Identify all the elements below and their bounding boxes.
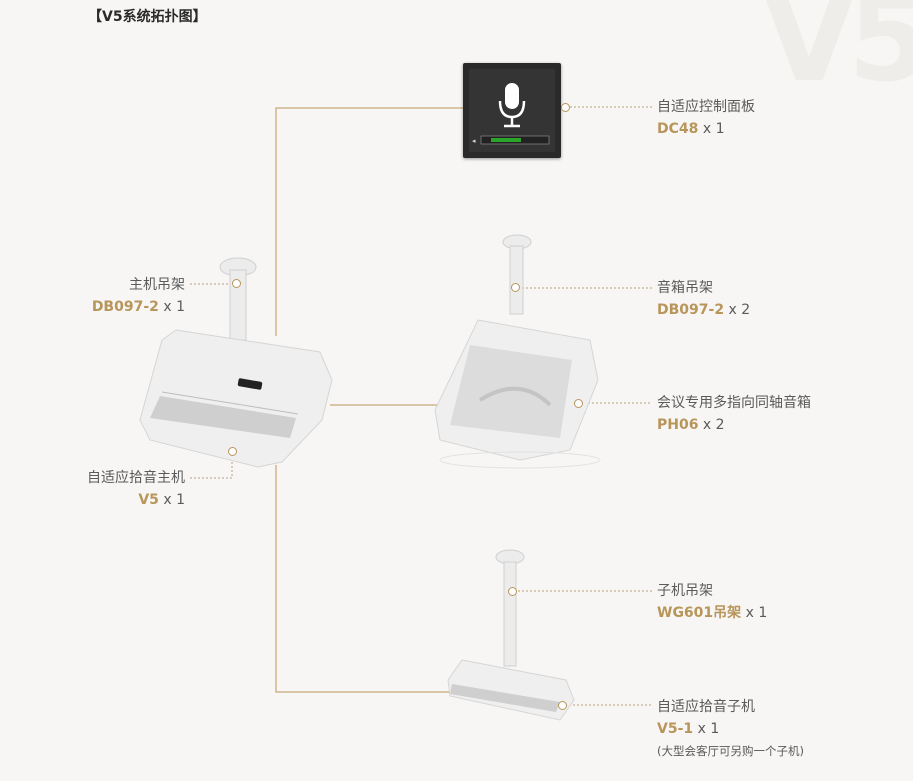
- label-code: V5-1: [657, 721, 694, 737]
- sub-device: [447, 549, 575, 721]
- label-name: 自适应控制面板: [657, 99, 755, 115]
- label-name: 自适应拾音子机: [657, 699, 755, 715]
- label-sub-bracket: 子机吊架 WG601吊架 x 1: [657, 580, 767, 624]
- label-code: DB097-2: [91, 299, 159, 315]
- label-code: PH06: [657, 417, 699, 433]
- label-code: V5: [138, 492, 159, 508]
- label-qty: x 1: [163, 492, 185, 508]
- background-watermark: V5: [762, 0, 913, 109]
- label-name: 音箱吊架: [657, 280, 713, 296]
- label-host: 自适应拾音主机 V5 x 1: [87, 467, 185, 511]
- link-panel: [275, 107, 463, 336]
- speaker-device: [434, 234, 601, 469]
- label-speaker: 会议专用多指向同轴音箱 PH06 x 2: [657, 392, 811, 436]
- label-host-bracket: 主机吊架 DB097-2 x 1: [92, 274, 185, 318]
- label-name: 主机吊架: [129, 277, 185, 293]
- dot-speaker-bracket: [511, 283, 520, 292]
- dot-host-bracket: [232, 279, 241, 288]
- page-title: 【V5系统拓扑图】: [88, 9, 207, 25]
- label-qty: x 2: [702, 417, 725, 433]
- label-name: 子机吊架: [657, 583, 713, 599]
- label-qty: x 2: [728, 302, 751, 318]
- label-control-panel: 自适应控制面板 DC48 x 1: [657, 96, 755, 140]
- dot-speaker: [574, 399, 583, 408]
- control-panel-device: ◂: [463, 63, 561, 158]
- label-code: DC48: [657, 121, 699, 137]
- label-qty: x 1: [702, 121, 725, 137]
- svg-text:◂: ◂: [472, 137, 476, 145]
- link-sub: [275, 465, 450, 693]
- label-name: 自适应拾音主机: [87, 470, 185, 486]
- label-note: (大型会客厅可另购一个子机): [657, 744, 804, 758]
- label-code: DB097-2: [657, 302, 725, 318]
- dot-sub-bracket: [508, 587, 517, 596]
- label-sub: 自适应拾音子机 V5-1 x 1 (大型会客厅可另购一个子机): [657, 696, 804, 762]
- label-qty: x 1: [697, 721, 720, 737]
- host-device: [139, 257, 333, 468]
- label-name: 会议专用多指向同轴音箱: [657, 395, 811, 411]
- label-code: WG601吊架: [657, 605, 742, 621]
- microphone-icon: ◂: [472, 83, 550, 145]
- label-speaker-bracket: 音箱吊架 DB097-2 x 2: [657, 277, 750, 321]
- leader-host: [190, 452, 233, 479]
- label-qty: x 1: [745, 605, 768, 621]
- dot-sub: [558, 701, 567, 710]
- label-qty: x 1: [163, 299, 185, 315]
- dot-panel: [561, 103, 570, 112]
- dot-host: [228, 447, 237, 456]
